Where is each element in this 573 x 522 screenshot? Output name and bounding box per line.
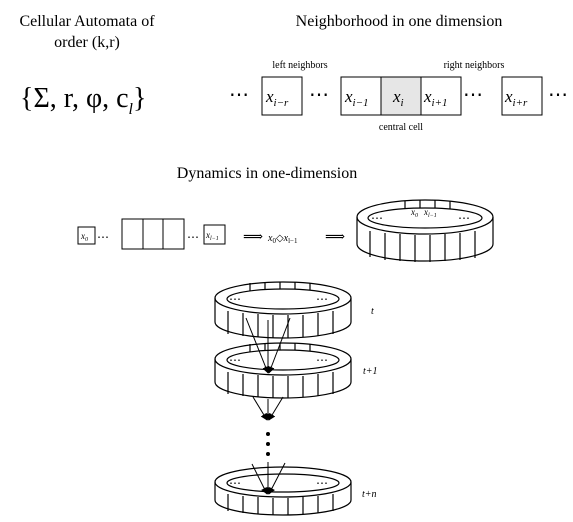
ring-large-x0: x0 xyxy=(410,207,418,219)
ring-t-side-ticks xyxy=(227,311,334,338)
ring-tn-inner xyxy=(226,473,340,493)
cell-label-i-plus-r-x: x xyxy=(504,87,513,106)
transition-arrows-t1 xyxy=(252,396,284,421)
diamond-b-sub: l−1 xyxy=(288,237,298,245)
row-cell-x0 xyxy=(77,226,96,245)
cell-label-i-sub: i xyxy=(401,97,404,109)
ring-t-inner xyxy=(226,288,340,310)
cell-label-i-plus-1: xi+1 xyxy=(423,87,448,109)
ring-large-top-ticks xyxy=(404,200,451,209)
cell-label-i-minus-1-x: x xyxy=(344,87,353,106)
ring-tn-ellipsis-left: ⋯ xyxy=(229,476,241,490)
cell-label-i-plus-r: xi+r xyxy=(504,87,528,109)
ring-t1-inner xyxy=(226,349,340,371)
cell-label-i-plus-r-sub: i+r xyxy=(513,97,528,109)
title-left-line2-text: order (k,r) xyxy=(54,34,120,51)
ring-t1-ellipsis-left: ⋯ xyxy=(229,353,241,367)
ring-large-side-ticks xyxy=(369,231,476,262)
ring-tn-bottom-arc xyxy=(214,482,352,516)
implication-arrow-1: ⟹ xyxy=(243,230,263,245)
ring-t-bottom-arc xyxy=(214,298,352,339)
ring-t1-side-ticks xyxy=(227,372,334,398)
label-right-neighbors: right neighbors xyxy=(444,60,505,71)
transition-arrows-tn xyxy=(251,462,286,495)
vertical-ellipsis xyxy=(266,432,270,456)
row-cell-xl1-sub: l−1 xyxy=(210,236,219,242)
row-cell-xl1-label: xl−1 xyxy=(205,230,219,242)
ring-large-xl1-sub: l−1 xyxy=(428,213,437,219)
diamond-expression: x0◇xl−1 xyxy=(267,233,298,245)
row-block xyxy=(121,218,185,250)
time-label-tn: t+n xyxy=(362,489,377,500)
ellipsis-mid-left: ⋯ xyxy=(309,84,329,106)
label-central-cell: central cell xyxy=(379,122,423,133)
cell-label-i-minus-r-x: x xyxy=(265,87,274,106)
ca-tuple-close: } xyxy=(133,83,146,114)
cell-label-i-minus-1-sub: i−1 xyxy=(353,97,369,109)
ring-large xyxy=(356,199,494,262)
transition-arrows-t xyxy=(245,317,291,374)
ring-t1 xyxy=(214,342,352,399)
cell-label-i-plus-1-x: x xyxy=(423,87,432,106)
ring-t1-ellipsis-right: ⋯ xyxy=(316,353,328,367)
ring-tn-side-ticks xyxy=(227,494,334,515)
diamond-symbol: ◇ xyxy=(276,233,284,244)
implication-arrow-2: ⟹ xyxy=(325,230,345,245)
cell-label-i-plus-1-sub: i+1 xyxy=(432,97,448,109)
ring-t-ellipsis-left: ⋯ xyxy=(229,292,241,306)
ring-large-xl1-x: x xyxy=(423,207,428,217)
ca-tuple-sub: l xyxy=(129,101,134,118)
diamond-b: x xyxy=(283,233,289,244)
cell-i-plus-r xyxy=(501,76,543,116)
title-left-line2: order (k,r) xyxy=(54,34,120,51)
cell-i-central xyxy=(380,76,422,116)
dynamics-title: Dynamics in one-dimension xyxy=(177,165,357,182)
time-label-t1: t+1 xyxy=(363,366,378,377)
label-left-neighbors: left neighbors xyxy=(272,60,327,71)
row-ellipsis-left: ⋯ xyxy=(97,230,109,244)
cell-label-i: xi xyxy=(392,87,404,109)
ring-t-ellipsis-right: ⋯ xyxy=(316,292,328,306)
ring-t-top-ticks xyxy=(249,282,311,291)
row-cell-x0-sub: 0 xyxy=(85,237,88,243)
row-cell-xl1-x: x xyxy=(205,230,210,240)
ring-large-x0-sub: 0 xyxy=(415,213,418,219)
title-left-line1: Cellular Automata of xyxy=(19,13,155,30)
ring-large-inner xyxy=(367,207,483,229)
cell-label-i-minus-1: xi−1 xyxy=(344,87,369,109)
cell-i-minus-r xyxy=(261,76,303,116)
ellipsis-mid-right: ⋯ xyxy=(463,84,483,106)
row-ellipsis-right: ⋯ xyxy=(187,230,199,244)
cell-label-i-minus-r: xi−r xyxy=(265,87,289,109)
ring-tn xyxy=(214,466,352,516)
ring-large-ellipsis-left: ⋯ xyxy=(371,211,383,225)
cell-label-i-minus-r-sub: i−r xyxy=(274,97,289,109)
ring-tn-ellipsis-right: ⋯ xyxy=(316,476,328,490)
diamond-a: x xyxy=(267,233,273,244)
row-cell-xl1 xyxy=(203,224,226,245)
ring-t1-bottom-arc xyxy=(214,359,352,399)
row-cell-x0-x: x xyxy=(80,231,85,241)
row-cell-x0-label: x0 xyxy=(80,231,88,243)
ring-t1-top-ticks xyxy=(249,343,311,352)
ellipsis-right: ⋯ xyxy=(548,84,568,106)
ring-large-xl1: xl−1 xyxy=(423,207,437,219)
ellipsis-left: ⋯ xyxy=(229,84,249,106)
ca-tuple: {Σ, r, φ, cl} xyxy=(20,83,146,118)
cell-i-plus-1 xyxy=(420,76,462,116)
ring-large-ellipsis-right: ⋯ xyxy=(458,211,470,225)
ring-t xyxy=(214,281,352,339)
title-right: Neighborhood in one dimension xyxy=(296,13,503,30)
cell-label-i-x: x xyxy=(392,87,401,106)
time-label-t: t xyxy=(371,306,374,317)
ca-tuple-body: {Σ, r, φ, c xyxy=(20,83,129,114)
ring-large-bottom-arc xyxy=(356,217,494,262)
diamond-a-sub: 0 xyxy=(272,237,276,245)
ring-large-x0-x: x xyxy=(410,207,415,217)
